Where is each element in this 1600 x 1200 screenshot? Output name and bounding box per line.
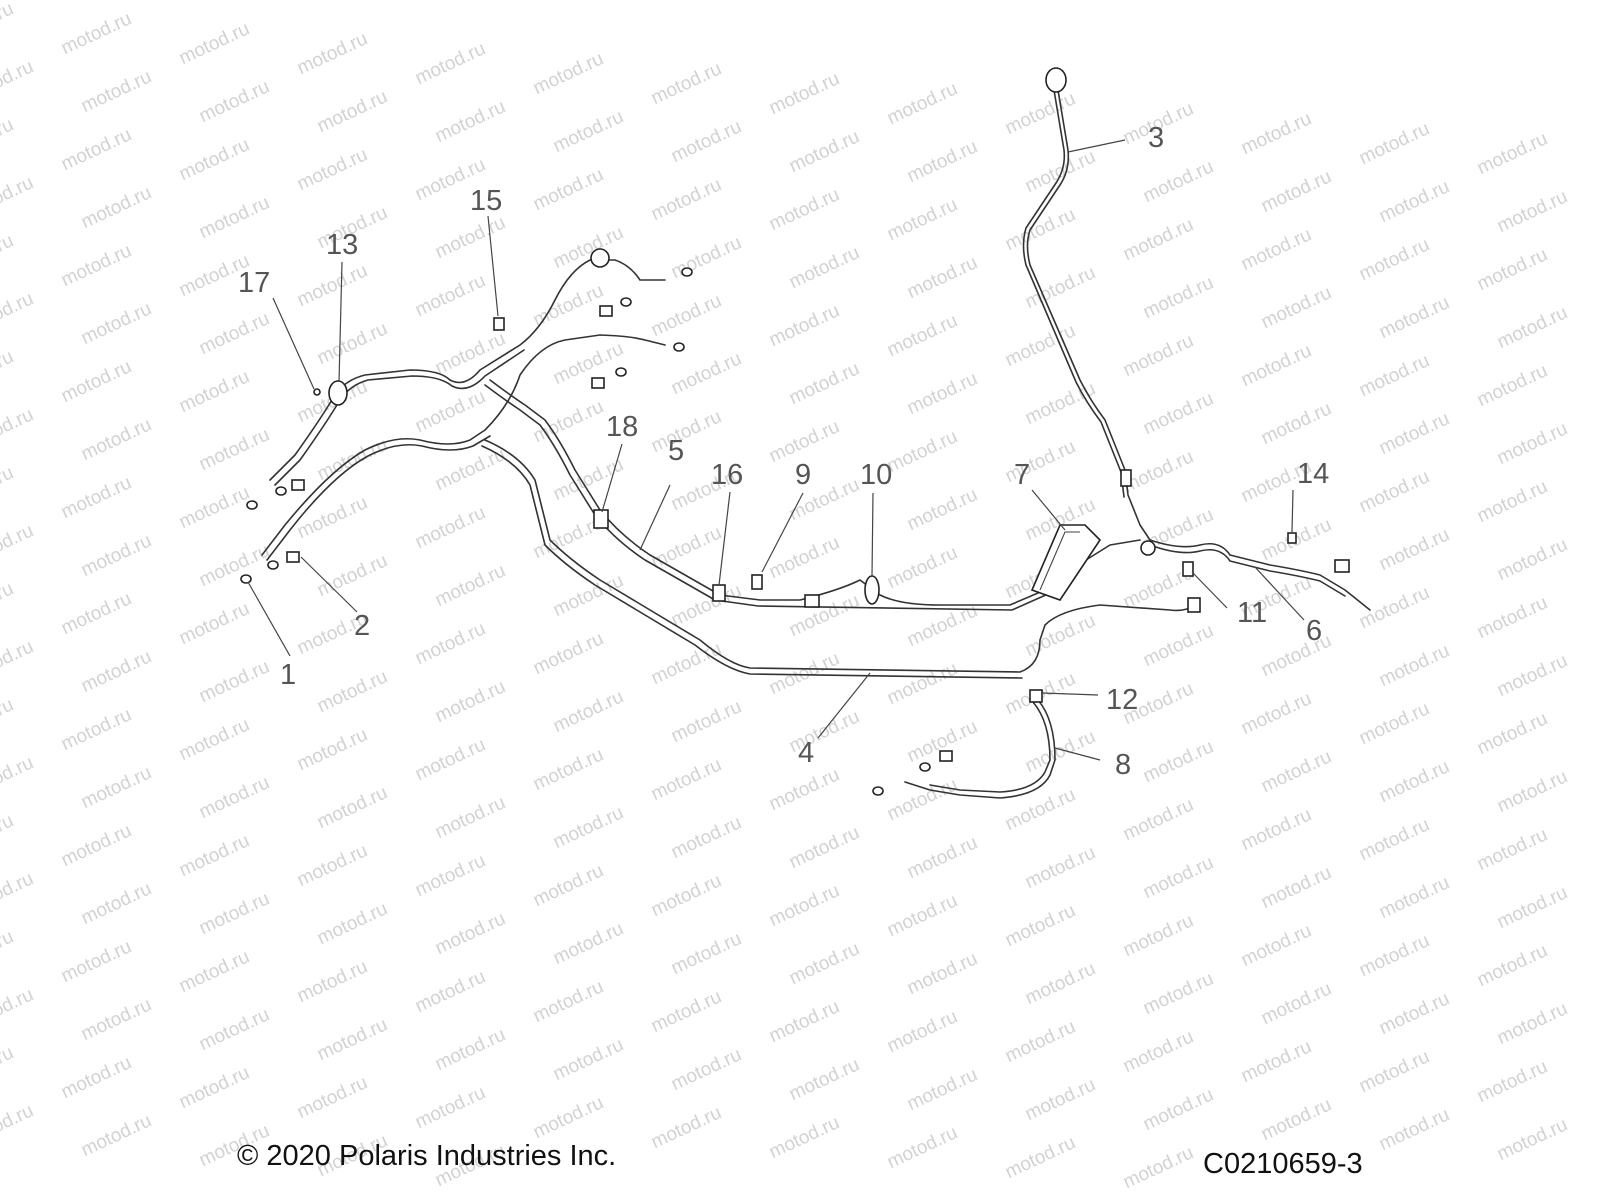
fitting: [1334, 559, 1350, 573]
callout-1: 1: [280, 659, 296, 691]
part-17: [313, 388, 321, 396]
drawing-code: C0210659-3: [1203, 1148, 1363, 1180]
callout-12: 12: [1106, 684, 1138, 716]
end-fitting: [1187, 597, 1201, 613]
brake-line-4: [481, 439, 1201, 679]
brake-line-3: [1022, 67, 1151, 541]
callout-3: 3: [1148, 122, 1164, 154]
copyright-notice: © 2020 Polaris Industries Inc.: [237, 1140, 617, 1172]
leaders: [247, 139, 1305, 761]
reservoir-cap: [1045, 67, 1067, 93]
callout-13: 13: [326, 229, 358, 261]
callout-6: 6: [1306, 615, 1322, 647]
callout-17: 17: [238, 267, 270, 299]
callout-15: 15: [470, 185, 502, 217]
callout-9: 9: [795, 459, 811, 491]
grommet: [328, 380, 348, 406]
callout-10: 10: [860, 459, 892, 491]
banjo-bolts: [286, 305, 1297, 762]
part-14: [1287, 532, 1297, 544]
clip-12: [1029, 689, 1043, 703]
callout-14: 14: [1297, 458, 1329, 490]
part-9: [751, 574, 763, 590]
junction-bracket-7: [1030, 524, 1156, 601]
callout-11: 11: [1237, 597, 1267, 629]
callout-16: 16: [711, 459, 743, 491]
callout-labels: 1 2 3 4 5 6 7 8 9 10 11 12 13 14 15 16 1…: [238, 122, 1329, 781]
brake-line-13: [269, 248, 666, 486]
tee-fitting: [804, 594, 820, 608]
brake-line-6: [1149, 539, 1371, 611]
callout-18: 18: [606, 411, 638, 443]
junction-fitting: [1140, 540, 1156, 556]
washers-left: [240, 267, 931, 796]
callout-4: 4: [798, 737, 814, 769]
callout-2: 2: [354, 610, 370, 642]
callout-5: 5: [668, 435, 684, 467]
clip-10: [864, 575, 880, 605]
clip-16: [712, 584, 726, 602]
brake-line-8: [904, 689, 1056, 799]
fitting: [1120, 469, 1132, 487]
callout-8: 8: [1115, 749, 1131, 781]
callout-7: 7: [1014, 459, 1030, 491]
brake-line-front-2: [261, 334, 666, 561]
part-11: [1182, 561, 1194, 577]
clip-18: [593, 509, 609, 529]
clip: [590, 248, 610, 268]
bolt-15: [493, 317, 505, 331]
